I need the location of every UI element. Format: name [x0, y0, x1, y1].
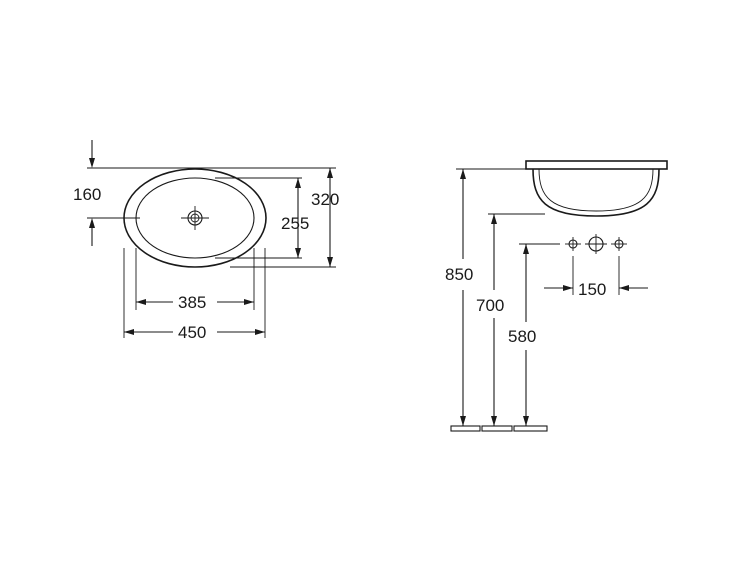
tap-hole-icon — [585, 234, 607, 254]
dimension-385: 385 — [135, 248, 255, 312]
label-580: 580 — [508, 327, 536, 346]
label-150: 150 — [578, 280, 606, 299]
dimension-580: 580 — [508, 243, 560, 426]
side-view: 150 850 700 — [445, 160, 668, 432]
drain-icon — [181, 206, 209, 230]
tap-hole-icon — [565, 237, 581, 251]
top-view: 160 320 255 385 — [73, 140, 339, 342]
label-255: 255 — [281, 214, 309, 233]
label-850: 850 — [445, 265, 473, 284]
label-700: 700 — [476, 296, 504, 315]
tap-holes — [565, 234, 627, 254]
dimension-700: 700 — [476, 213, 545, 426]
dimension-850: 850 — [445, 168, 526, 426]
dimension-160: 160 — [73, 140, 166, 246]
label-160: 160 — [73, 185, 101, 204]
dimension-450: 450 — [123, 248, 266, 342]
label-450: 450 — [178, 323, 206, 342]
dimension-255: 255 — [215, 177, 309, 259]
label-320: 320 — [311, 190, 339, 209]
dimension-150: 150 — [544, 256, 648, 299]
floor-markers — [450, 425, 548, 432]
basin-profile — [525, 160, 668, 217]
dimension-320: 320 — [166, 167, 339, 268]
label-385: 385 — [178, 293, 206, 312]
tap-hole-icon — [611, 237, 627, 251]
